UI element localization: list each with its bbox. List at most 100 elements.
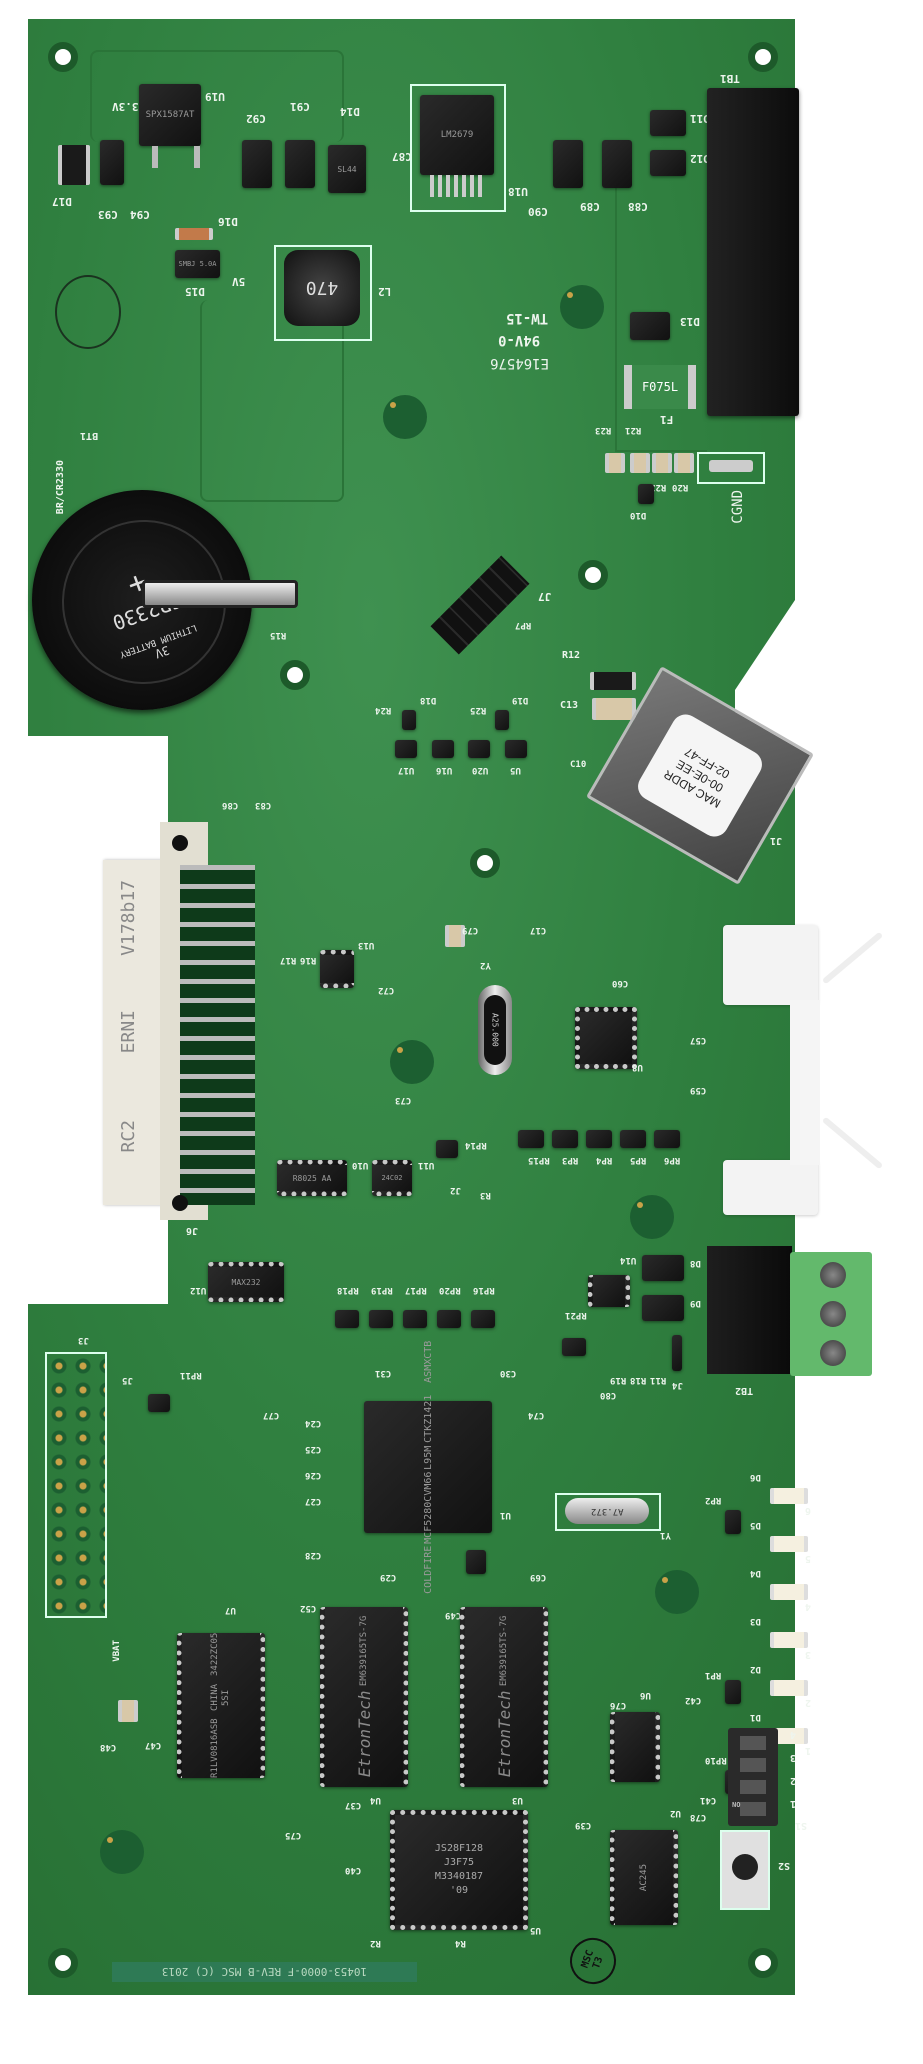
rp3-label: RP3 bbox=[562, 1155, 579, 1165]
u7-label: U7 bbox=[225, 1605, 236, 1615]
j7-label: J7 bbox=[538, 590, 552, 603]
inductor-marking: 470 bbox=[305, 277, 339, 299]
cable-clip-top[interactable] bbox=[723, 925, 818, 1005]
u2-label: U2 bbox=[670, 1808, 681, 1818]
cable-clip-arm bbox=[821, 931, 884, 985]
s2-label: S2 bbox=[778, 1860, 791, 1871]
c41-label: C41 bbox=[700, 1795, 717, 1805]
j6-screw-hole bbox=[172, 835, 188, 851]
tb1-terminal-block[interactable] bbox=[707, 88, 799, 416]
d17-label: D17 bbox=[52, 195, 72, 208]
c28-label: C28 bbox=[305, 1550, 322, 1560]
c17-label: C17 bbox=[530, 925, 547, 935]
d2-label: D2 bbox=[750, 1664, 761, 1674]
rp17-label: RP17 bbox=[405, 1285, 427, 1295]
j4-jumper[interactable] bbox=[672, 1335, 682, 1371]
u5-marking-2: J3F75 bbox=[443, 1857, 475, 1868]
led-number-6: 6 bbox=[805, 1505, 812, 1516]
rp14-label: RP14 bbox=[465, 1140, 487, 1150]
c92-capacitor bbox=[242, 140, 272, 188]
mounting-hole bbox=[280, 660, 310, 690]
u13-label: U13 bbox=[358, 940, 375, 950]
button-cap[interactable] bbox=[732, 1854, 758, 1880]
u3-label: U3 bbox=[512, 1795, 523, 1805]
c73-label: C73 bbox=[395, 1095, 412, 1105]
c83-label: C83 bbox=[255, 800, 272, 810]
u2-marking: AC245 bbox=[638, 1863, 649, 1892]
battery-part-label: BR/CR2330 bbox=[55, 460, 66, 515]
u8-qfp-chip bbox=[575, 1007, 637, 1069]
j6-erni-connector[interactable] bbox=[103, 860, 163, 1205]
c52-label: C52 bbox=[300, 1603, 317, 1613]
c91-capacitor bbox=[285, 140, 315, 188]
c93-capacitor bbox=[100, 140, 124, 185]
dip-toggle-1[interactable] bbox=[740, 1736, 766, 1750]
j6-pins bbox=[180, 865, 255, 1205]
chip-marking: SPX1587AT bbox=[145, 109, 195, 120]
s2-pushbutton[interactable] bbox=[720, 1830, 770, 1910]
dip-toggle-2[interactable] bbox=[740, 1758, 766, 1772]
c49-label: C49 bbox=[445, 1610, 462, 1620]
u5-label: U5 bbox=[530, 1925, 541, 1935]
terminal-screw[interactable] bbox=[820, 1262, 846, 1288]
f1-label: F1 bbox=[660, 413, 674, 426]
bt1-battery-holder[interactable]: 3V LITHIUM BATTERY CR2330 + bbox=[32, 490, 298, 710]
dip-number-2: 2 bbox=[790, 1775, 797, 1786]
d15-label: D15 bbox=[185, 285, 205, 298]
cgnd-jumper[interactable] bbox=[697, 452, 765, 484]
u12-chip: MAX232 bbox=[208, 1262, 284, 1302]
rp1-label: RP1 bbox=[705, 1670, 722, 1680]
c30-label: C30 bbox=[500, 1368, 517, 1378]
c24-label: C24 bbox=[305, 1418, 322, 1428]
tb2-terminal-block[interactable] bbox=[790, 1252, 872, 1376]
j5-label: J5 bbox=[122, 1375, 133, 1385]
cable-clip-body bbox=[790, 1000, 820, 1165]
c94-label: C94 bbox=[130, 208, 150, 221]
d18-label: D18 bbox=[420, 695, 437, 705]
d19-diode bbox=[495, 710, 509, 730]
dip-toggle-3[interactable] bbox=[740, 1780, 766, 1794]
u4-label: U4 bbox=[370, 1795, 381, 1805]
c48-label: C48 bbox=[100, 1742, 117, 1752]
c57-label: C57 bbox=[690, 1035, 707, 1045]
s1-dip-switch[interactable] bbox=[728, 1728, 778, 1826]
j3-header[interactable] bbox=[45, 1352, 107, 1618]
u18-outline bbox=[410, 84, 506, 212]
ground-pad bbox=[630, 1195, 674, 1239]
u1-coldfire-mcu: COLDFIRE MCF5280CVM66 L95M CTKZ1421 ASMX… bbox=[364, 1341, 492, 1593]
mounting-hole bbox=[48, 42, 78, 72]
rp10-label: RP10 bbox=[705, 1755, 727, 1765]
rp2-resistor-pack bbox=[725, 1510, 741, 1534]
terminal-screw[interactable] bbox=[820, 1340, 846, 1366]
cable-clip-bottom[interactable] bbox=[723, 1160, 818, 1215]
rp20-resistor-pack bbox=[437, 1310, 461, 1328]
ul-rating: TW-15 bbox=[506, 310, 549, 326]
rp18-label: RP18 bbox=[337, 1285, 359, 1295]
chip-marking: 24C02 bbox=[381, 1173, 403, 1182]
u3-marking: EM639165TS-7G bbox=[498, 1616, 509, 1687]
y2-label: Y2 bbox=[480, 960, 491, 970]
c91-label: C91 bbox=[290, 100, 310, 113]
d5-label: D5 bbox=[750, 1520, 761, 1530]
dip-number-4: 4 bbox=[790, 1729, 797, 1740]
c27-label: C27 bbox=[305, 1496, 322, 1506]
u6-chip bbox=[610, 1712, 660, 1782]
mounting-hole bbox=[748, 1948, 778, 1978]
c13-capacitor bbox=[592, 698, 636, 720]
u1-label: U1 bbox=[500, 1510, 511, 1520]
u14-label: U14 bbox=[620, 1255, 637, 1265]
led-d2 bbox=[770, 1680, 808, 1696]
ground-pad bbox=[560, 285, 604, 329]
led-number-2: 2 bbox=[805, 1697, 812, 1708]
r24-label: R24 bbox=[375, 705, 392, 715]
rp4-label: RP4 bbox=[596, 1155, 613, 1165]
rp19-resistor-pack bbox=[369, 1310, 393, 1328]
terminal-screw[interactable] bbox=[820, 1301, 846, 1327]
u1-marking-2: MCF5280CVM66 bbox=[422, 1471, 434, 1544]
c69-label: C69 bbox=[530, 1572, 547, 1582]
dip-toggle-4[interactable] bbox=[740, 1802, 766, 1816]
d9-diode bbox=[642, 1295, 684, 1321]
r25-label: R25 bbox=[470, 705, 487, 715]
u20-label: U20 bbox=[472, 765, 489, 775]
led-number-1: 1 bbox=[805, 1745, 812, 1756]
